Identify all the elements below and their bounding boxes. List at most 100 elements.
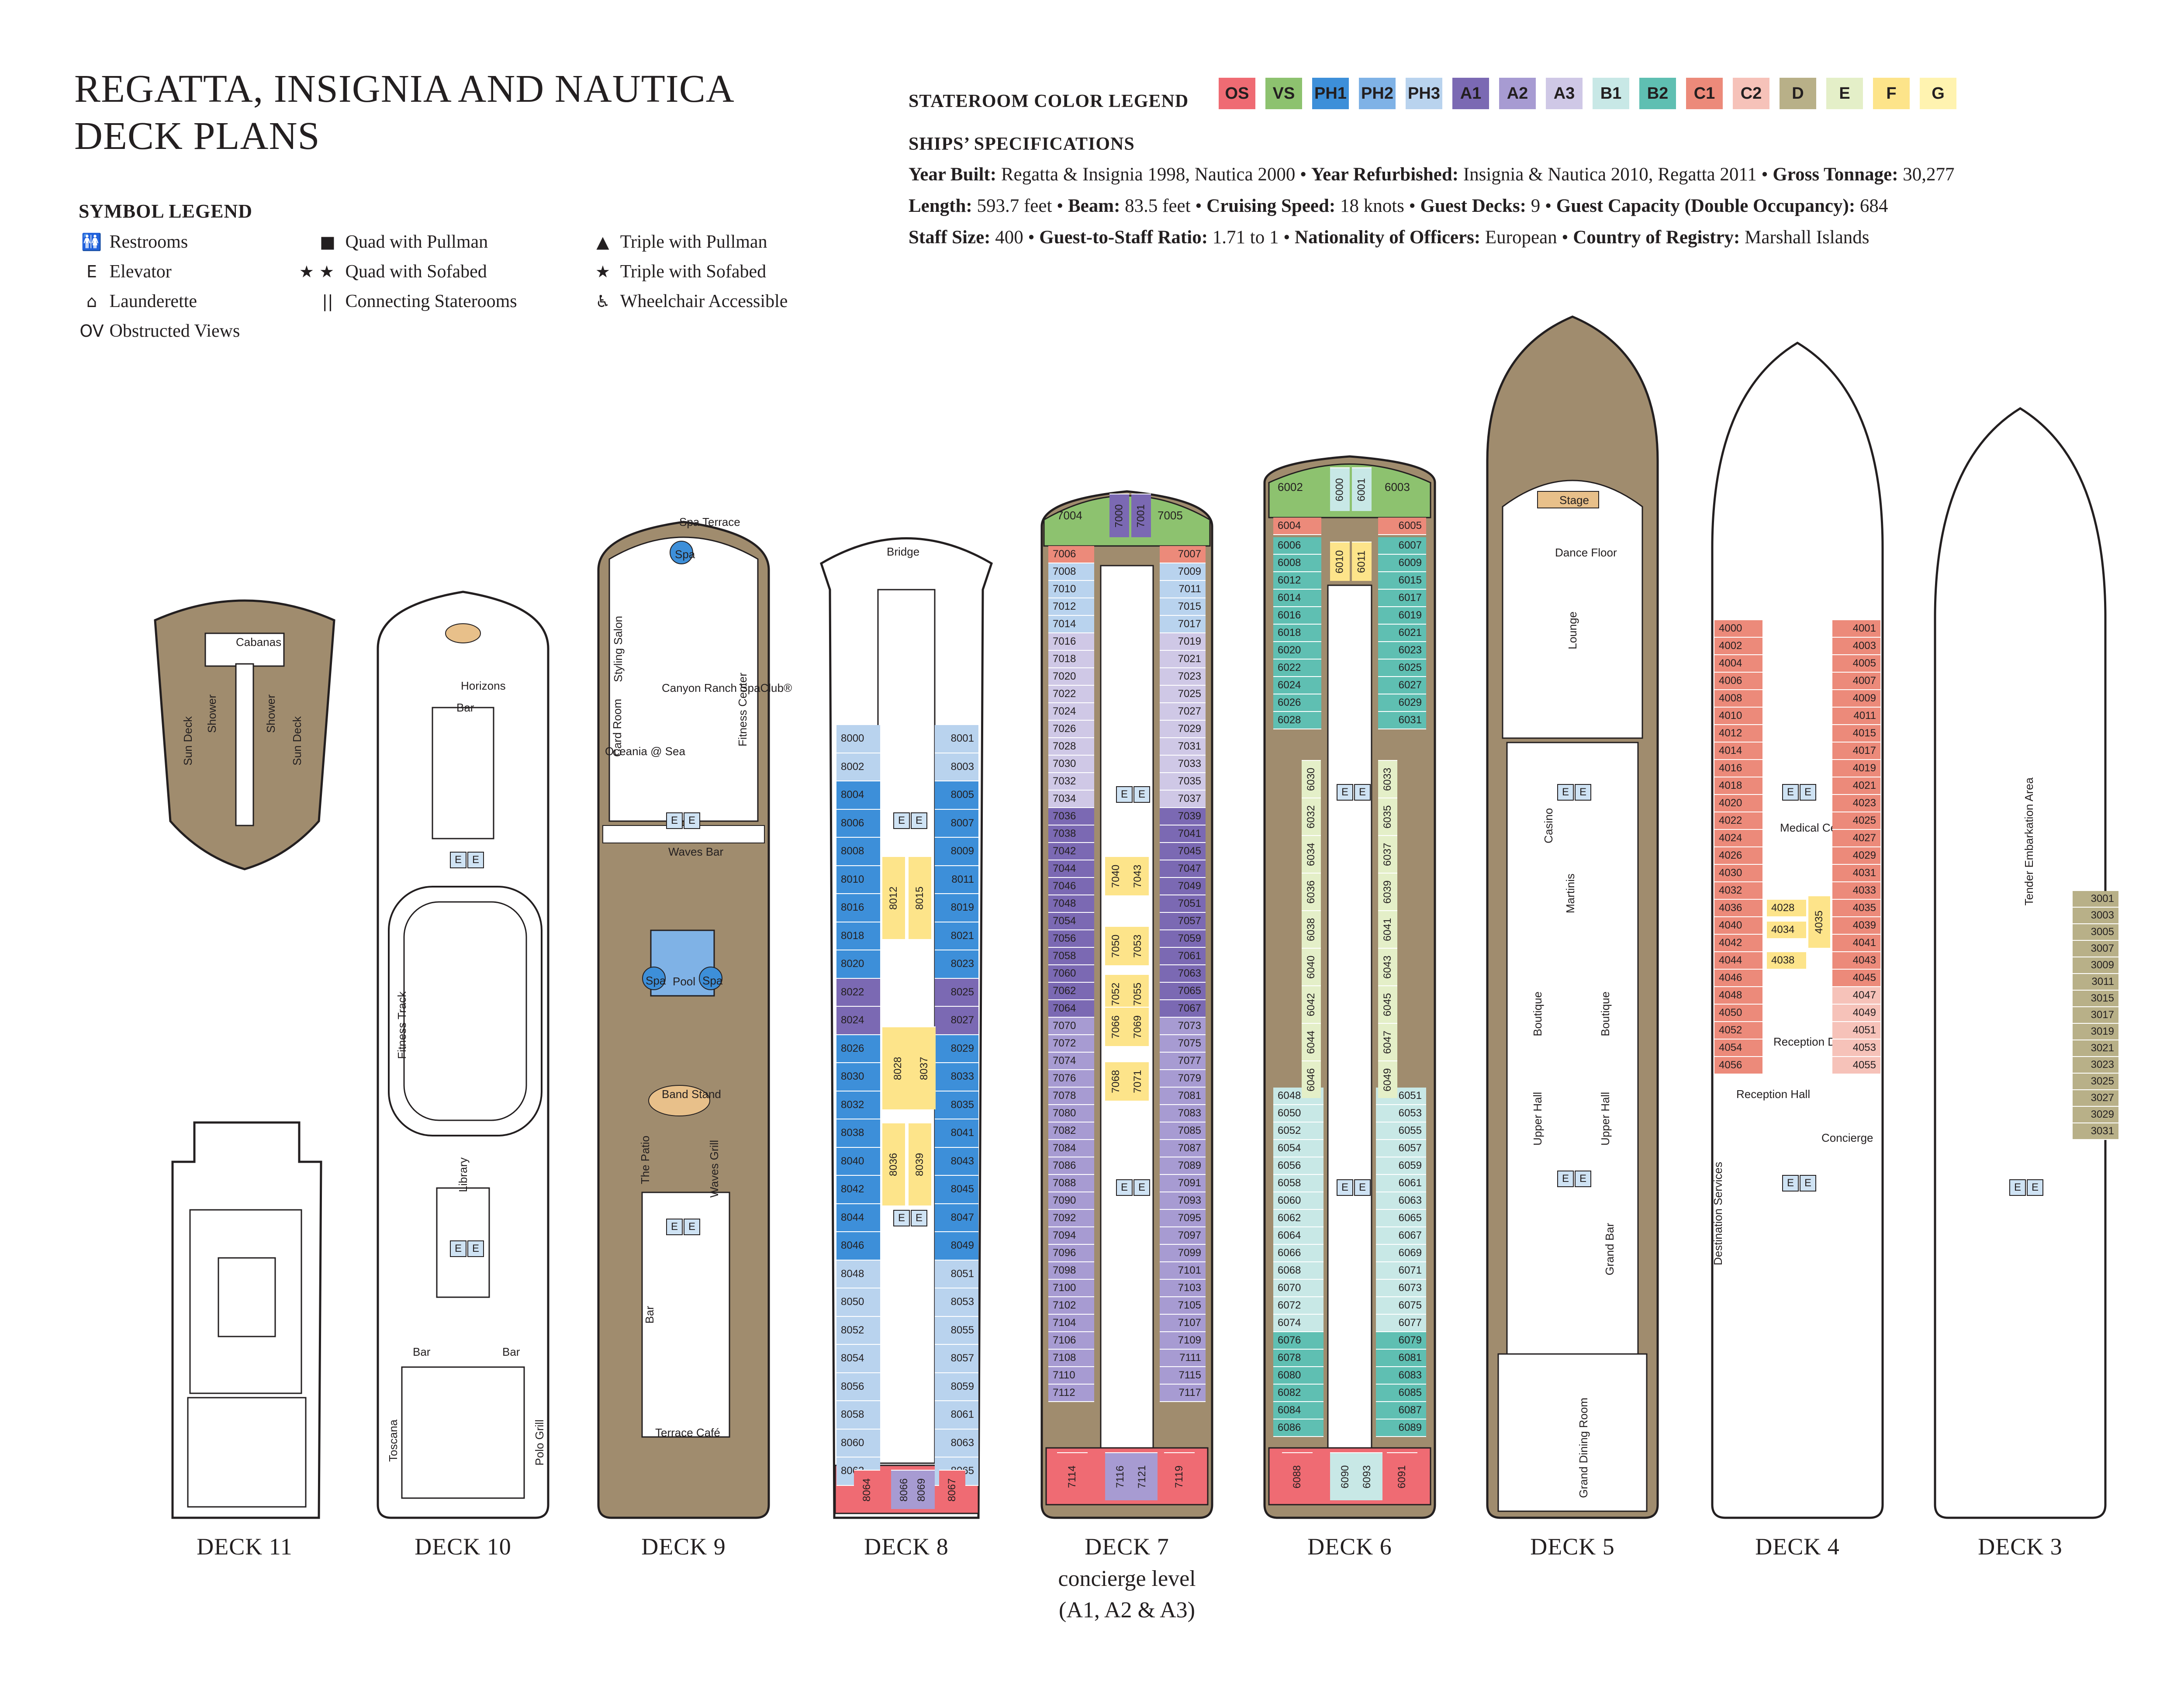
cabin-6009: 6009 (1378, 555, 1426, 572)
legend-swatch-vs: VS (1265, 78, 1302, 109)
deck-label: DECK 10 (415, 1533, 511, 1560)
cabin-7069: 7069 (1127, 1007, 1149, 1046)
elevator-icon: E (1133, 786, 1150, 803)
cabin-4035: 4035 (1808, 895, 1830, 948)
elevator-icon: E (684, 1219, 700, 1235)
cabin-8026: 8026 (836, 1035, 880, 1063)
cabin-7102: 7102 (1048, 1297, 1094, 1315)
cabin-6070: 6070 (1273, 1280, 1324, 1297)
cabin-7066: 7066 (1105, 1007, 1127, 1046)
cabin-7018: 7018 (1048, 651, 1094, 668)
cabin-4041: 4041 (1832, 935, 1880, 952)
cabin-4003: 4003 (1832, 638, 1880, 655)
cabin-7031: 7031 (1160, 738, 1206, 756)
cabin-8009: 8009 (935, 838, 978, 866)
square-icon: ■ (320, 232, 335, 252)
cabin-8037: 8037 (913, 1026, 936, 1109)
spec-value: 18 knots • (1335, 196, 1420, 216)
cabin-7007: 7007 (1160, 546, 1206, 563)
cabin-6069: 6069 (1376, 1245, 1426, 1262)
cabin-7088: 7088 (1048, 1175, 1094, 1192)
cabin-6073: 6073 (1376, 1280, 1426, 1297)
cabin-4024: 4024 (1714, 830, 1762, 847)
cabin-7014: 7014 (1048, 616, 1094, 633)
cabin-8043: 8043 (935, 1147, 978, 1176)
cabin-7043: 7043 (1127, 856, 1149, 895)
venue-fitness-center: Fitness Center (736, 673, 749, 747)
deck11-lower-outline (171, 1121, 322, 1519)
cabin-6049: 6049 (1378, 1060, 1397, 1098)
venue-polo-grill: Polo Grill (533, 1420, 546, 1466)
cabin-4007: 4007 (1832, 673, 1880, 690)
spec-key: Beam: (1068, 196, 1120, 216)
deck5-dining (1497, 1353, 1648, 1512)
cabin-7008: 7008 (1048, 563, 1094, 581)
venue-the-patio: The Patio (639, 1136, 652, 1185)
cabin-8060: 8060 (836, 1429, 880, 1458)
cabin-6078: 6078 (1273, 1350, 1324, 1367)
cabin-4052: 4052 (1714, 1022, 1762, 1040)
elevator-icon: E (911, 812, 927, 829)
cabin-8069: 8069 (909, 1470, 935, 1509)
spec-key: Year Refurbished: (1311, 164, 1459, 185)
legend-label: Obstructed Views (105, 321, 240, 341)
cabin-7038: 7038 (1048, 825, 1094, 843)
cabin-7090: 7090 (1048, 1192, 1094, 1210)
venue-fitness-track: Fitness Track (395, 991, 408, 1059)
cabin-7001: 7001 (1131, 494, 1151, 537)
cabin-7111: 7111 (1160, 1350, 1206, 1367)
cabin-6001: 6001 (1352, 467, 1372, 511)
cabin-4050: 4050 (1714, 1005, 1762, 1022)
cabin-8051: 8051 (935, 1260, 978, 1288)
cabin-7094: 7094 (1048, 1227, 1094, 1245)
cabin-7034: 7034 (1048, 791, 1094, 808)
deck9-spa-right (699, 967, 722, 990)
cabin-7076: 7076 (1048, 1070, 1094, 1088)
cabin-4051: 4051 (1832, 1022, 1880, 1040)
cabin-6025: 6025 (1378, 660, 1426, 677)
cabin-8011: 8011 (935, 866, 978, 894)
cabin-6065: 6065 (1376, 1210, 1426, 1227)
cabin-7064: 7064 (1048, 1000, 1094, 1018)
cabin-4022: 4022 (1714, 812, 1762, 830)
cabin-7073: 7073 (1160, 1018, 1206, 1035)
venue-styling-salon: Styling Salon (612, 616, 625, 682)
cabin-7091: 7091 (1160, 1175, 1206, 1192)
legend-swatch-os: OS (1219, 78, 1255, 109)
cabin-6011: 6011 (1352, 542, 1372, 581)
cabin-4005: 4005 (1832, 655, 1880, 673)
cabin-4030: 4030 (1714, 865, 1762, 882)
cabin-7040: 7040 (1105, 856, 1127, 895)
cabin-7012: 7012 (1048, 598, 1094, 616)
venue-sun-deck: Sun Deck (290, 716, 304, 766)
elevator-icon: E (1557, 1171, 1574, 1187)
cabin-6072: 6072 (1273, 1297, 1324, 1315)
triangle-icon: ▲ (596, 232, 609, 252)
cabin-3031: 3031 (2073, 1123, 2118, 1140)
restroom-icon: 🚻 (81, 232, 102, 252)
venue-bar: Bar (502, 1345, 520, 1358)
spec-value: 593.7 feet • (972, 196, 1068, 216)
deck-label: DECK 11 (197, 1533, 293, 1560)
cabin-8049: 8049 (935, 1232, 978, 1261)
cabin-4004: 4004 (1714, 655, 1762, 673)
cabin-8005: 8005 (935, 781, 978, 810)
cabin-7101: 7101 (1160, 1262, 1206, 1280)
cabin-6018: 6018 (1273, 625, 1321, 642)
venue-bridge: Bridge (887, 545, 920, 558)
legend-item: ⌂ Launderette (79, 291, 197, 312)
cabin-7071: 7071 (1127, 1061, 1149, 1101)
cabin-7081: 7081 (1160, 1088, 1206, 1105)
legend-swatch-c2: C2 (1733, 78, 1769, 109)
spec-key: Cruising Speed: (1206, 196, 1336, 216)
deck-label: DECK 6 (1307, 1533, 1392, 1560)
cabin-6047: 6047 (1378, 1023, 1397, 1060)
venue-library: Library (456, 1157, 470, 1192)
deck9-spa-left (642, 967, 666, 990)
cabin-8008: 8008 (836, 838, 880, 866)
cabin-6046: 6046 (1302, 1060, 1321, 1098)
cabin-7077: 7077 (1160, 1053, 1206, 1070)
obstructed-view-icon: OV (79, 321, 104, 341)
cabin-8012: 8012 (882, 856, 905, 939)
cabin-8027: 8027 (935, 1007, 978, 1035)
